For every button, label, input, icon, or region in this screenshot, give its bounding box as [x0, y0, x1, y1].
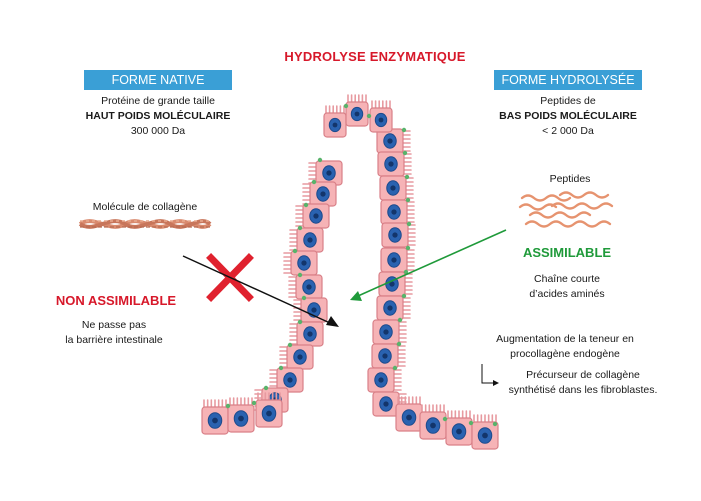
epithelial-cell: [201, 399, 229, 435]
epithelial-cell: [369, 100, 393, 133]
assimilable-label: ASSIMILABLE: [522, 245, 612, 260]
junction-dot: [278, 365, 284, 371]
epithelial-cell: [345, 94, 369, 127]
elbow-arrow: [481, 364, 499, 386]
epithelial-cell: [380, 199, 415, 225]
junction-dot: [366, 113, 372, 119]
junction-dot: [492, 421, 498, 427]
junction-dot: [297, 225, 303, 231]
hydrolyzed-description: Peptides de BAS POIDS MOLÉCULAIRE < 2 00…: [470, 94, 666, 139]
short-chain-note: Chaîne courte d’acides aminés: [497, 272, 637, 302]
epithelial-cell: [445, 410, 473, 446]
epithelial-cell: [381, 222, 416, 248]
epithelial-cell: [288, 274, 323, 300]
junction-dot: [297, 319, 303, 325]
collagen-label: Molécule de collagène: [92, 201, 198, 213]
native-line-2: HAUT POIDS MOLÉCULAIRE: [85, 110, 231, 122]
hydrolyzed-line-2: BAS POIDS MOLÉCULAIRE: [499, 110, 637, 122]
junction-dot: [292, 248, 298, 254]
epithelial-cell: [289, 227, 324, 253]
native-line-3: 300 000 Da: [130, 125, 186, 137]
epithelial-cell: [255, 392, 283, 428]
junction-dot: [303, 202, 309, 208]
barrier-note-line-2: la barrière intestinale: [65, 334, 163, 346]
junction-dot: [442, 416, 448, 422]
epithelial-cell: [367, 367, 402, 393]
junction-dot: [402, 150, 408, 156]
junction-dot: [287, 342, 293, 348]
procollagen-effect: Augmentation de la teneur en procollagèn…: [470, 332, 660, 362]
epithelial-cell: [377, 151, 412, 177]
junction-dot: [404, 174, 410, 180]
epithelial-cells: [201, 94, 499, 450]
epithelial-cell: [376, 295, 411, 321]
epithelial-cell: [471, 414, 499, 450]
epithelial-cell: [302, 181, 337, 207]
junction-dot: [301, 295, 307, 301]
hydrolyzed-line-3: < 2 000 Da: [542, 125, 594, 137]
hydrolyzed-line-1: Peptides de: [540, 95, 596, 107]
short-chain-line-1: Chaîne courte: [534, 273, 600, 285]
fibroblast-note: Précurseur de collagène synthétisé dans …: [498, 368, 668, 398]
junction-dot: [396, 341, 402, 347]
junction-dot: [251, 400, 257, 406]
epithelial-cell: [295, 203, 330, 229]
effect-line-1: Augmentation de la teneur en: [496, 333, 634, 345]
junction-dot: [468, 420, 474, 426]
peptides-label: Peptides: [549, 173, 591, 185]
blocked-arrow: [182, 255, 339, 327]
junction-dot: [392, 365, 398, 371]
barrier-note: Ne passe pas la barrière intestinale: [44, 318, 184, 348]
junction-dot: [317, 157, 323, 163]
junction-dot: [297, 272, 303, 278]
epithelial-cell: [279, 344, 314, 370]
epithelial-cell: [419, 404, 447, 440]
junction-dot: [405, 245, 411, 251]
epithelial-cell: [227, 397, 255, 433]
junction-dot: [406, 221, 412, 227]
non-assimilable-label: NON ASSIMILABLE: [55, 293, 177, 308]
junction-dot: [401, 127, 407, 133]
effect-line-3: Précurseur de collagène: [526, 369, 640, 381]
effect-line-4: synthétisé dans les fibroblastes.: [508, 384, 658, 396]
hydrolyzed-form-banner: FORME HYDROLYSÉE: [494, 70, 642, 90]
native-description: Protéine de grande taille HAUT POIDS MOL…: [60, 94, 256, 139]
epithelial-cell: [323, 105, 347, 138]
epithelial-cell: [289, 321, 324, 347]
junction-dot: [405, 197, 411, 203]
effect-line-2: procollagène endogène: [510, 348, 620, 360]
epithelial-cell: [293, 297, 328, 323]
native-line-1: Protéine de grande taille: [101, 95, 215, 107]
epithelial-cell: [395, 396, 423, 432]
page-title: HYDROLYSE ENZYMATIQUE: [284, 49, 466, 64]
barrier-note-line-1: Ne passe pas: [81, 319, 147, 331]
junction-dot: [311, 179, 317, 185]
absorption-arrow: [350, 229, 507, 301]
epithelial-cell: [380, 247, 415, 273]
epithelial-cell: [376, 128, 411, 154]
epithelial-cell: [372, 319, 407, 345]
junction-dot: [397, 317, 403, 323]
epithelial-cell: [379, 175, 414, 201]
short-chain-line-2: d’acides aminés: [529, 288, 605, 300]
epithelial-cell: [269, 367, 304, 393]
collagen-molecule-icon: [78, 219, 212, 229]
peptides-icon: [518, 191, 614, 228]
native-form-banner: FORME NATIVE: [84, 70, 232, 90]
junction-dot: [263, 385, 269, 391]
junction-dot: [403, 269, 409, 275]
epithelial-cell: [371, 343, 406, 369]
junction-dot: [401, 293, 407, 299]
epithelial-cell: [283, 250, 318, 276]
junction-dot: [225, 403, 231, 409]
junction-dot: [343, 103, 349, 109]
